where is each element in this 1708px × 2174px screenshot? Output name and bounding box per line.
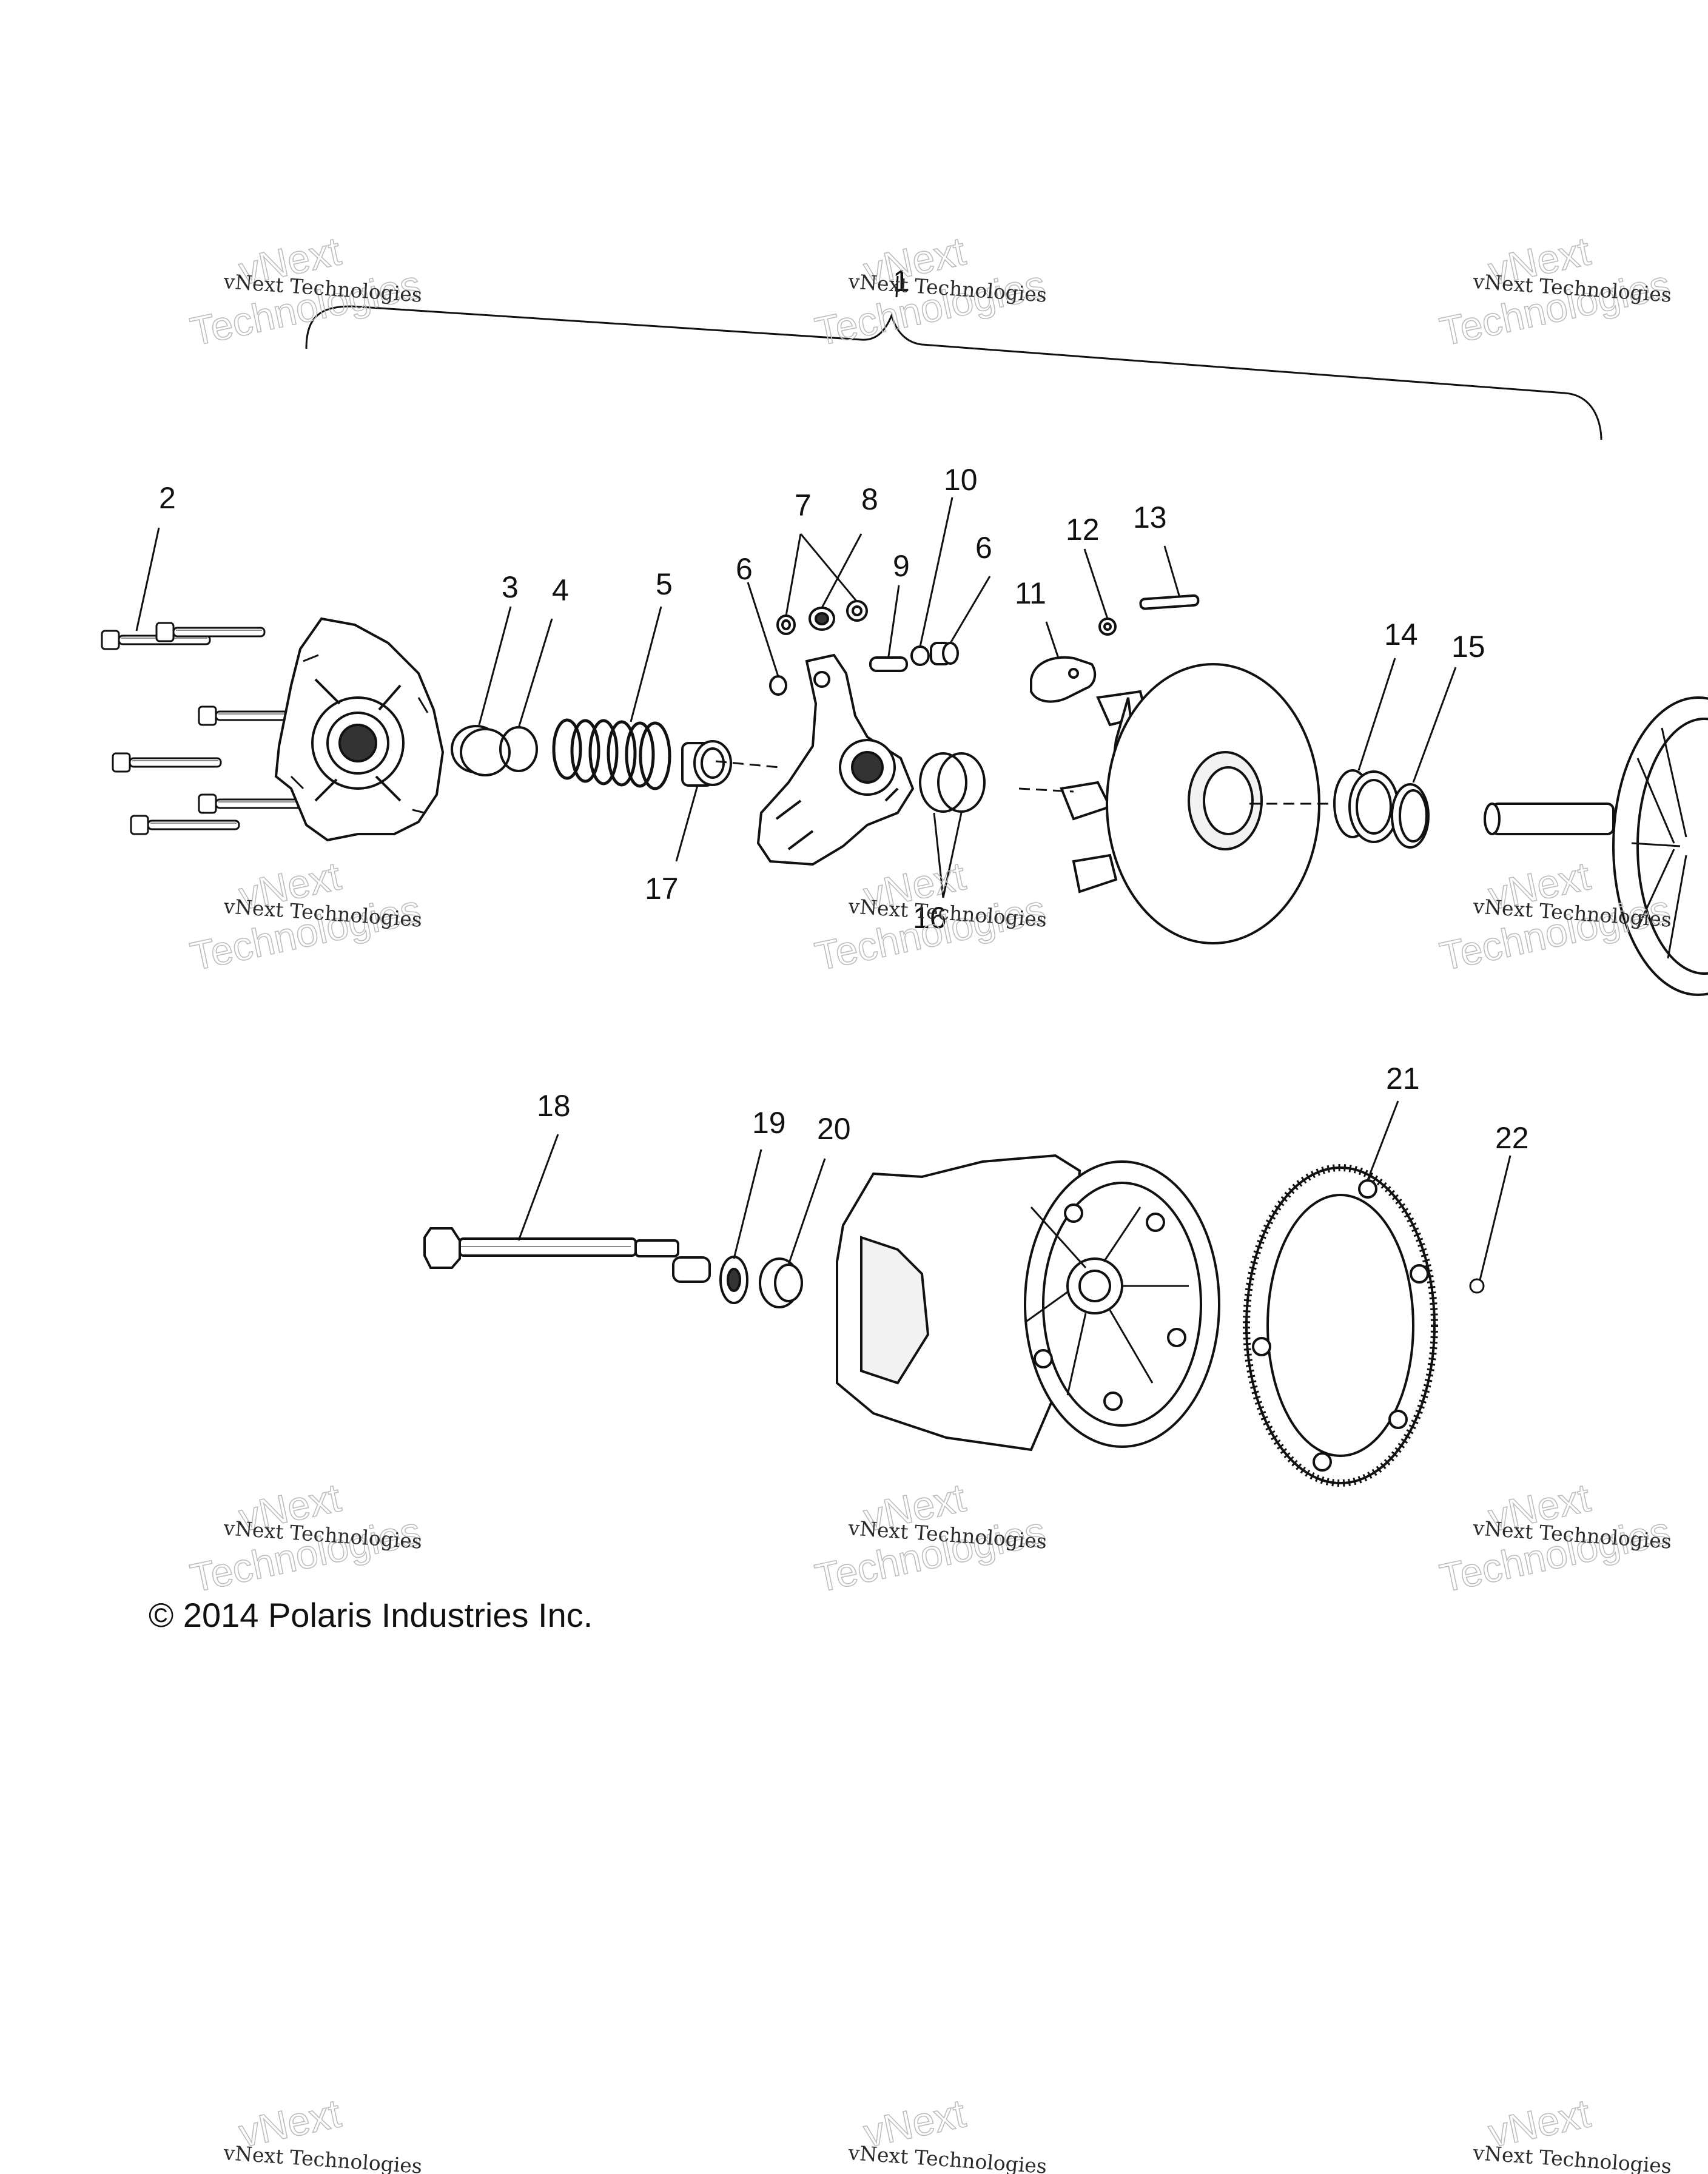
callout-1: 1 <box>893 264 910 298</box>
fixed-sheave <box>1484 696 1708 996</box>
callout-labels: 1 2 3 4 5 6 7 8 9 10 6 11 12 13 14 15 16… <box>159 264 1529 1155</box>
spider-arm <box>756 653 915 866</box>
callout-9: 9 <box>893 549 910 583</box>
callout-2: 2 <box>159 481 176 515</box>
washer-19-bushing-20 <box>719 1256 803 1308</box>
callout-10: 10 <box>944 463 978 497</box>
callout-3: 3 <box>502 570 519 604</box>
callout-8: 8 <box>861 482 878 516</box>
callout-4: 4 <box>552 573 569 607</box>
ring-gear-21 <box>1243 1164 1438 1487</box>
callout-5: 5 <box>656 567 673 601</box>
callout-17: 17 <box>645 872 679 906</box>
callout-6a: 6 <box>736 552 753 586</box>
callout-11: 11 <box>1015 576 1046 610</box>
bushing-3 <box>451 725 511 776</box>
cover-plate <box>274 617 445 842</box>
screw-22 <box>1469 1278 1485 1294</box>
watermark-line: vNext Technologies <box>1471 2141 1672 2174</box>
callout-20: 20 <box>817 1112 851 1146</box>
callout-19: 19 <box>752 1106 786 1140</box>
callout-15: 15 <box>1451 630 1485 664</box>
watermark-line: vNext Technologies <box>847 2141 1047 2174</box>
callout-21: 21 <box>1386 1062 1420 1095</box>
assembled-clutch <box>836 1154 1220 1452</box>
spring-5 <box>552 718 671 790</box>
small-parts <box>769 600 959 696</box>
callout-13: 13 <box>1133 500 1167 534</box>
rings-16 <box>919 752 986 813</box>
callout-6b: 6 <box>975 531 992 565</box>
watermark-line: vNext Technologies <box>222 2141 423 2174</box>
bolt-18 <box>423 1227 711 1283</box>
callout-22: 22 <box>1495 1121 1529 1155</box>
assembly-bracket <box>305 305 1602 440</box>
bushing-17 <box>681 740 732 787</box>
watermarks: vNext Technologies vNext Technologies vN… <box>186 227 1675 2174</box>
callout-12: 12 <box>1066 513 1100 547</box>
callout-7: 7 <box>795 488 812 522</box>
callout-18: 18 <box>537 1089 571 1123</box>
callout-16: 16 <box>913 901 947 935</box>
bushing-14-ring-15 <box>1333 769 1430 849</box>
callout-14: 14 <box>1384 618 1418 651</box>
moveable-sheave <box>1060 663 1320 944</box>
copyright-notice: © 2014 Polaris Industries Inc. <box>149 1596 593 1634</box>
bolt-group <box>101 622 308 835</box>
leader-lines <box>135 275 1511 1281</box>
